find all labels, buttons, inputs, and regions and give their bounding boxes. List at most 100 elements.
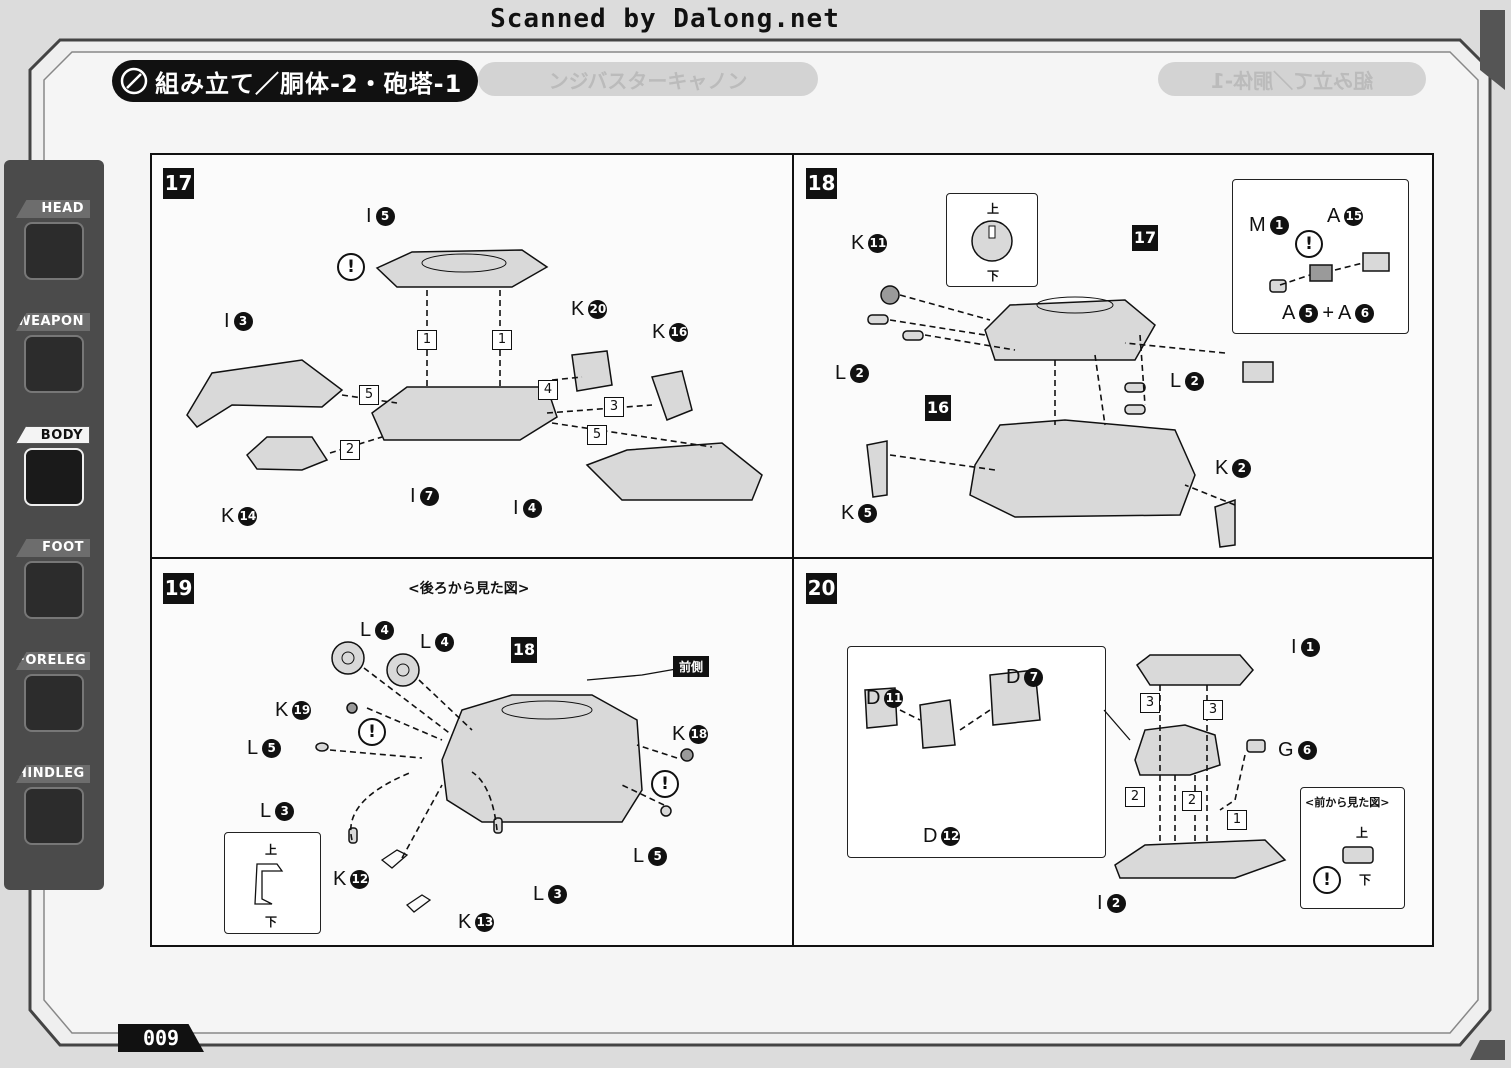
order-number: 2	[1125, 787, 1145, 807]
sidebar-item-foot[interactable]: FOOT	[16, 539, 90, 625]
caution-icon: !	[358, 718, 386, 746]
sidebar-item-label: WEAPON	[16, 313, 90, 331]
ref-step-badge: 17	[1132, 225, 1158, 251]
part-label-number: 2	[1106, 894, 1126, 913]
caution-icon: !	[1295, 230, 1323, 258]
hindleg-part-icon	[24, 787, 84, 845]
part-label-letter: L	[1170, 370, 1182, 392]
order-number: 3	[1203, 700, 1223, 720]
part-label-letter: K	[851, 232, 865, 254]
sidebar-item-label: FORELEG	[16, 652, 90, 670]
part-label-letter: K	[275, 699, 289, 721]
step-number: 18	[806, 168, 837, 199]
foot-part-icon	[24, 561, 84, 619]
part-label-number: 12	[941, 827, 961, 846]
part-label-letter: M	[1249, 214, 1266, 236]
plus-sign: +	[1322, 302, 1335, 324]
part-label-letter: K	[841, 502, 855, 524]
order-number: 5	[587, 425, 607, 445]
part-label-number: 4	[375, 621, 395, 640]
part-label-letter: L	[420, 631, 432, 653]
order-number: 2	[340, 440, 360, 460]
view-caption: <前から見た図>	[1305, 796, 1390, 809]
ghost-title-bleed-mirrored: 組み立て／胴体-1	[1158, 62, 1426, 96]
part-label-letter: A	[1338, 302, 1352, 324]
ghost-title-bleed: ンジバスターキャノン	[478, 62, 818, 96]
step-number: 19	[163, 573, 194, 604]
part-label-letter: I	[513, 497, 519, 519]
part-label-number: 11	[868, 234, 888, 253]
step-19-panel: 19 <後ろから見た図> 前側 18 上 下	[152, 560, 792, 945]
part-label-number: 2	[1185, 372, 1205, 391]
part-label-number: 5	[648, 847, 668, 866]
peg-top-view	[971, 220, 1013, 262]
part-label-letter: I	[366, 205, 372, 227]
part-label-letter: L	[260, 800, 272, 822]
part-label-letter: I	[410, 485, 416, 507]
section-title: 組み立て／胴体-2・砲塔-1	[112, 60, 478, 102]
part-label-letter: K	[458, 911, 472, 933]
part-label-number: 20	[588, 300, 608, 319]
down-label: 下	[265, 915, 278, 929]
part-label-letter: I	[1097, 892, 1103, 914]
caution-icon: !	[1313, 866, 1341, 894]
order-number: 4	[538, 380, 558, 400]
part-label-letter: L	[247, 737, 259, 759]
part-label-letter: I	[224, 310, 230, 332]
part-label-number: 2	[850, 364, 870, 383]
sidebar-item-head[interactable]: HEAD	[16, 200, 90, 286]
bracket-view	[254, 863, 284, 905]
order-number: 3	[1140, 693, 1160, 713]
part-label-number: 7	[419, 487, 439, 506]
step-number: 17	[163, 168, 194, 199]
up-label: 上	[1356, 826, 1369, 840]
part-label-letter: K	[1215, 457, 1229, 479]
up-label: 上	[987, 202, 1000, 216]
part-label-letter: G	[1278, 739, 1294, 761]
part-label-number: 2	[1232, 459, 1252, 478]
front-view-inset: <前から見た図> 上 ! 下	[1300, 787, 1405, 909]
sidebar-item-label: BODY	[16, 426, 90, 444]
part-label-letter: A	[1327, 205, 1341, 227]
part-label-number: 6	[1355, 304, 1375, 323]
part-label-letter: K	[652, 321, 666, 343]
part-label-number: 4	[435, 633, 455, 652]
down-label: 下	[987, 269, 1000, 283]
weapon-part-icon	[24, 335, 84, 393]
order-number: 1	[417, 330, 437, 350]
part-label-number: 5	[858, 504, 878, 523]
sidebar-item-body[interactable]: BODY	[16, 426, 90, 512]
sidebar-item-hindleg[interactable]: HINDLEG	[16, 765, 90, 851]
order-number: 5	[359, 385, 379, 405]
part-label-letter: K	[571, 298, 585, 320]
part-label-letter: L	[633, 845, 645, 867]
part-label-number: 19	[292, 701, 312, 720]
part-label-number: 11	[884, 689, 904, 708]
part-label-letter: K	[333, 868, 347, 890]
part-label-letter: L	[533, 883, 545, 905]
part-label-number: 4	[522, 499, 542, 518]
sidebar-item-weapon[interactable]: WEAPON	[16, 313, 90, 399]
part-label-number: 3	[275, 802, 295, 821]
sidebar-item-label: HINDLEG	[16, 765, 90, 783]
order-number: 2	[1182, 791, 1202, 811]
sidebar-item-foreleg[interactable]: FORELEG	[16, 652, 90, 738]
